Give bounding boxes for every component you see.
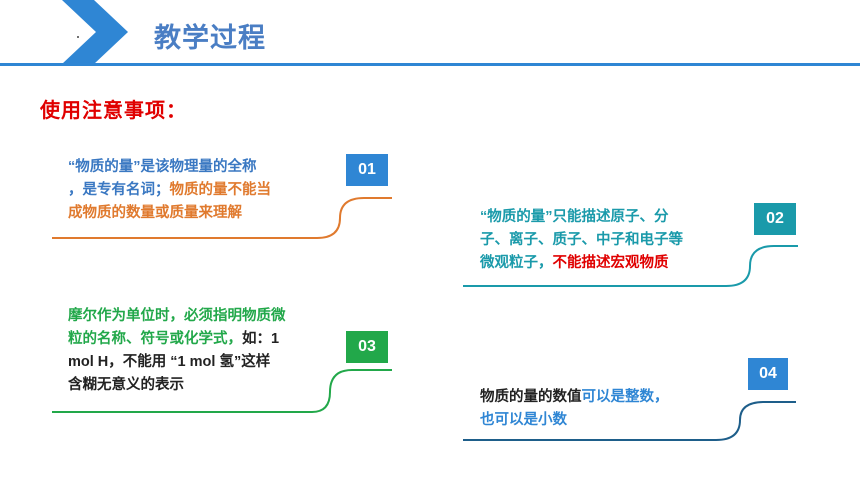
number-badge-2: 02 — [754, 203, 796, 235]
note-segment: 物质的量的数值 — [480, 389, 582, 405]
note-segment: 也可以是小数 — [480, 412, 567, 428]
number-badge-1: 01 — [346, 154, 388, 186]
page-title: 教学过程 — [154, 23, 266, 53]
note-segment: 可以是整数， — [581, 389, 669, 405]
note-segment: 如：1 — [242, 331, 280, 347]
note-segment: 粒的名称、符号或化学式， — [68, 331, 242, 347]
number-badge-4: 04 — [748, 358, 788, 390]
note-line: 微观粒子，不能描述宏观物质 — [480, 252, 683, 275]
header-chevron-icon — [62, 0, 128, 64]
note-line: 成物质的数量或质量来理解 — [68, 202, 271, 225]
note-line: 子、离子、质子、中子和电子等 — [480, 229, 683, 252]
number-badge-3: 03 — [346, 331, 388, 363]
note-line: 摩尔作为单位时，必须指明物质微 — [68, 305, 286, 328]
note-segment: 子、离子、质子、中子和电子等 — [480, 232, 683, 248]
note-line: 物质的量的数值可以是整数， — [480, 386, 669, 409]
note-segment: ，是专有名词； — [68, 182, 170, 198]
decorative-dot — [77, 36, 79, 38]
note-segment: 成物质的数量或质量来理解 — [68, 205, 242, 221]
note-line: “物质的量”只能描述原子、分 — [480, 206, 683, 229]
note-segment: 微观粒子， — [480, 255, 553, 271]
note-text-2: “物质的量”只能描述原子、分子、离子、质子、中子和电子等微观粒子，不能描述宏观物… — [480, 206, 683, 275]
note-segment: 含糊无意义的表示 — [68, 377, 184, 393]
note-segment: 物质的量不能当 — [169, 182, 272, 198]
note-text-1: “物质的量”是该物理量的全称 ，是专有名词；物质的量不能当成物质的数量或质量来理解 — [68, 156, 271, 225]
note-segment: 不能描述宏观物质 — [552, 255, 669, 271]
note-segment: “物质的量”只能描述原子、分 — [480, 209, 669, 225]
note-segment: 摩尔作为单位时，必须指明物质微 — [68, 308, 286, 324]
note-segment: “物质的量”是该物理量的全称 — [68, 159, 257, 175]
note-line: mol H，不能用 “1 mol 氢”这样 — [68, 351, 286, 374]
note-text-4: 物质的量的数值可以是整数， 也可以是小数 — [480, 386, 669, 432]
note-line: ，是专有名词；物质的量不能当 — [68, 179, 271, 202]
note-line: 也可以是小数 — [480, 409, 669, 432]
note-line: “物质的量”是该物理量的全称 — [68, 156, 271, 179]
section-heading: 使用注意事项： — [40, 100, 187, 122]
note-line: 含糊无意义的表示 — [68, 374, 286, 397]
note-segment: mol H，不能用 “1 mol 氢”这样 — [68, 354, 271, 370]
header-divider — [0, 63, 860, 66]
note-line: 粒的名称、符号或化学式，如：1 — [68, 328, 286, 351]
